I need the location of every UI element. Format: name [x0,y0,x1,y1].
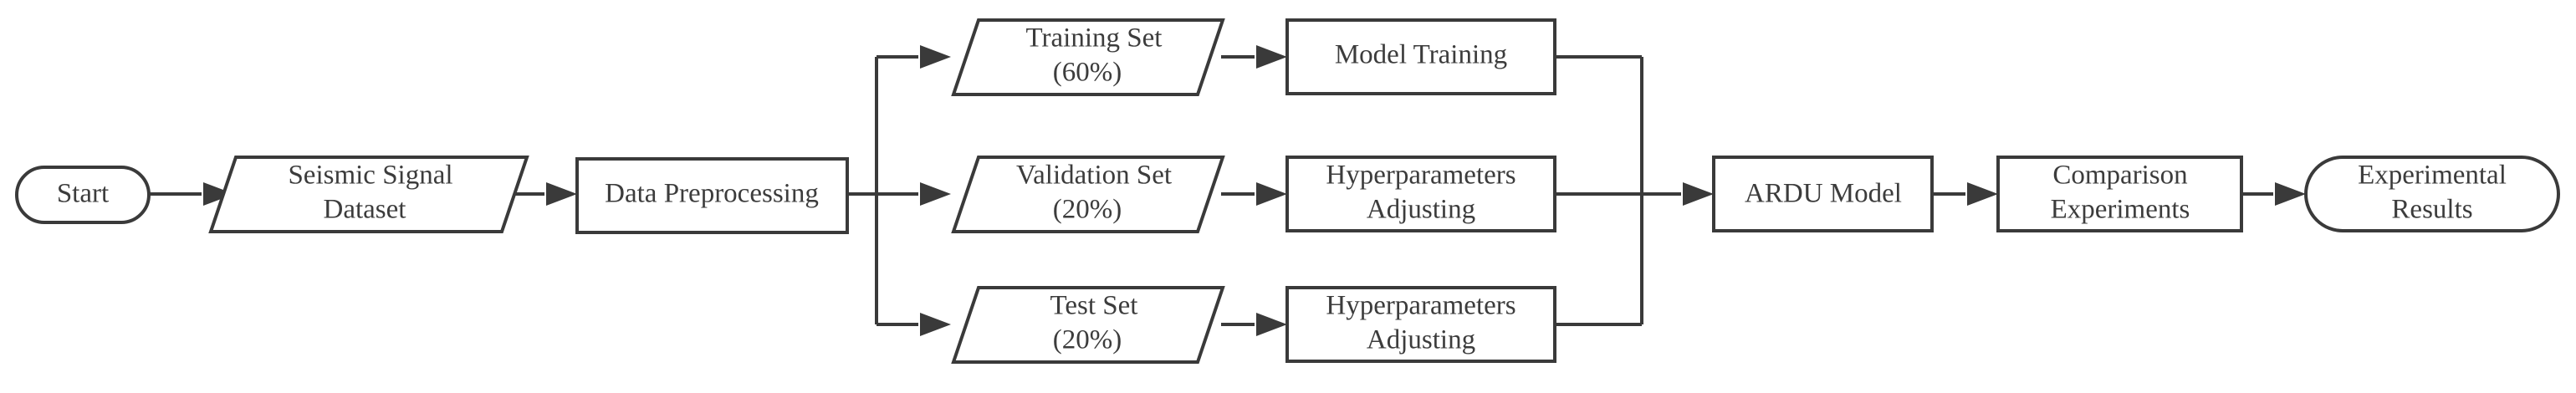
validation-set-label-line2: (20%) [1053,195,1122,225]
seismic-signal-dataset-label-line1: Seismic Signal [288,161,452,191]
training-set-label-line2: (60%) [1053,58,1122,88]
node-ardu-model[interactable]: ARDU Model [1712,156,1934,232]
start-shape[interactable] [15,166,151,224]
comparison-experiments-label-line1: Comparison [2052,161,2187,191]
node-test-set[interactable]: Test Set (20%) [951,286,1225,364]
data-preprocessing-label: Data Preprocessing [605,179,819,209]
arrowhead-training-set-to-model-training [1256,45,1287,69]
test-set-label-line2: (20%) [1053,325,1122,355]
arrowhead-split-to-validation-set [920,182,951,206]
node-experimental-results[interactable]: Experimental Results [2304,156,2560,232]
model-training-shape[interactable] [1285,18,1556,95]
node-comparison-experiments[interactable]: Comparison Experiments [1996,156,2243,232]
node-hyperparameters-adjusting-validation[interactable]: Hyperparameters Adjusting [1285,156,1556,232]
model-training-label: Model Training [1335,40,1507,70]
arrowhead-start-to-dataset [203,182,234,206]
hyperparameters-adjusting-validation-label-line1: Hyperparameters [1326,161,1515,191]
arrowhead-ardu-model-to-comparison [1967,182,1998,206]
validation-set-label-line1: Validation Set [1016,161,1172,191]
seismic-signal-dataset-label-line2: Dataset [324,195,406,225]
training-set-label-line1: Training Set [1026,23,1163,54]
comparison-experiments-label-line2: Experiments [2051,195,2190,225]
arrowhead-dataset-to-preprocessing [546,182,577,206]
experimental-results-shape[interactable] [2304,156,2560,232]
hyperparameters-adjusting-validation-label-line2: Adjusting [1367,195,1475,225]
hyperparameters-adjusting-validation-shape[interactable] [1285,156,1556,232]
seismic-signal-dataset-shape[interactable] [208,156,529,233]
arrowhead-comparison-to-results [2275,182,2306,206]
arrowhead-split-to-test-set [920,313,951,336]
ardu-model-shape[interactable] [1712,156,1934,232]
validation-set-shape[interactable] [951,156,1225,233]
arrowhead-test-set-to-hyperparams [1256,313,1287,336]
hyperparameters-adjusting-test-label-line2: Adjusting [1367,325,1475,355]
node-data-preprocessing[interactable]: Data Preprocessing [575,157,849,234]
arrowhead-split-to-training-set [920,45,951,69]
start-label: Start [57,179,109,209]
comparison-experiments-shape[interactable] [1996,156,2243,232]
node-model-training[interactable]: Model Training [1285,18,1556,95]
experimental-results-label-line2: Results [2391,195,2472,225]
node-hyperparameters-adjusting-test[interactable]: Hyperparameters Adjusting [1285,286,1556,363]
hyperparameters-adjusting-test-shape[interactable] [1285,286,1556,363]
node-validation-set[interactable]: Validation Set (20%) [951,156,1225,233]
test-set-shape[interactable] [951,286,1225,364]
node-seismic-signal-dataset[interactable]: Seismic Signal Dataset [208,156,529,233]
training-set-shape[interactable] [951,18,1225,96]
experimental-results-label-line1: Experimental [2358,161,2507,191]
node-training-set[interactable]: Training Set (60%) [951,18,1225,96]
data-preprocessing-shape[interactable] [575,157,849,234]
test-set-label-line1: Test Set [1050,291,1138,321]
hyperparameters-adjusting-test-label-line1: Hyperparameters [1326,291,1515,321]
connector-layer [149,45,2306,336]
arrowhead-validation-set-to-hyperparams [1256,182,1287,206]
arrowhead-merge-bus-to-ardu-model [1683,182,1714,206]
ardu-model-label: ARDU Model [1745,179,1902,209]
node-start[interactable]: Start [15,166,151,224]
